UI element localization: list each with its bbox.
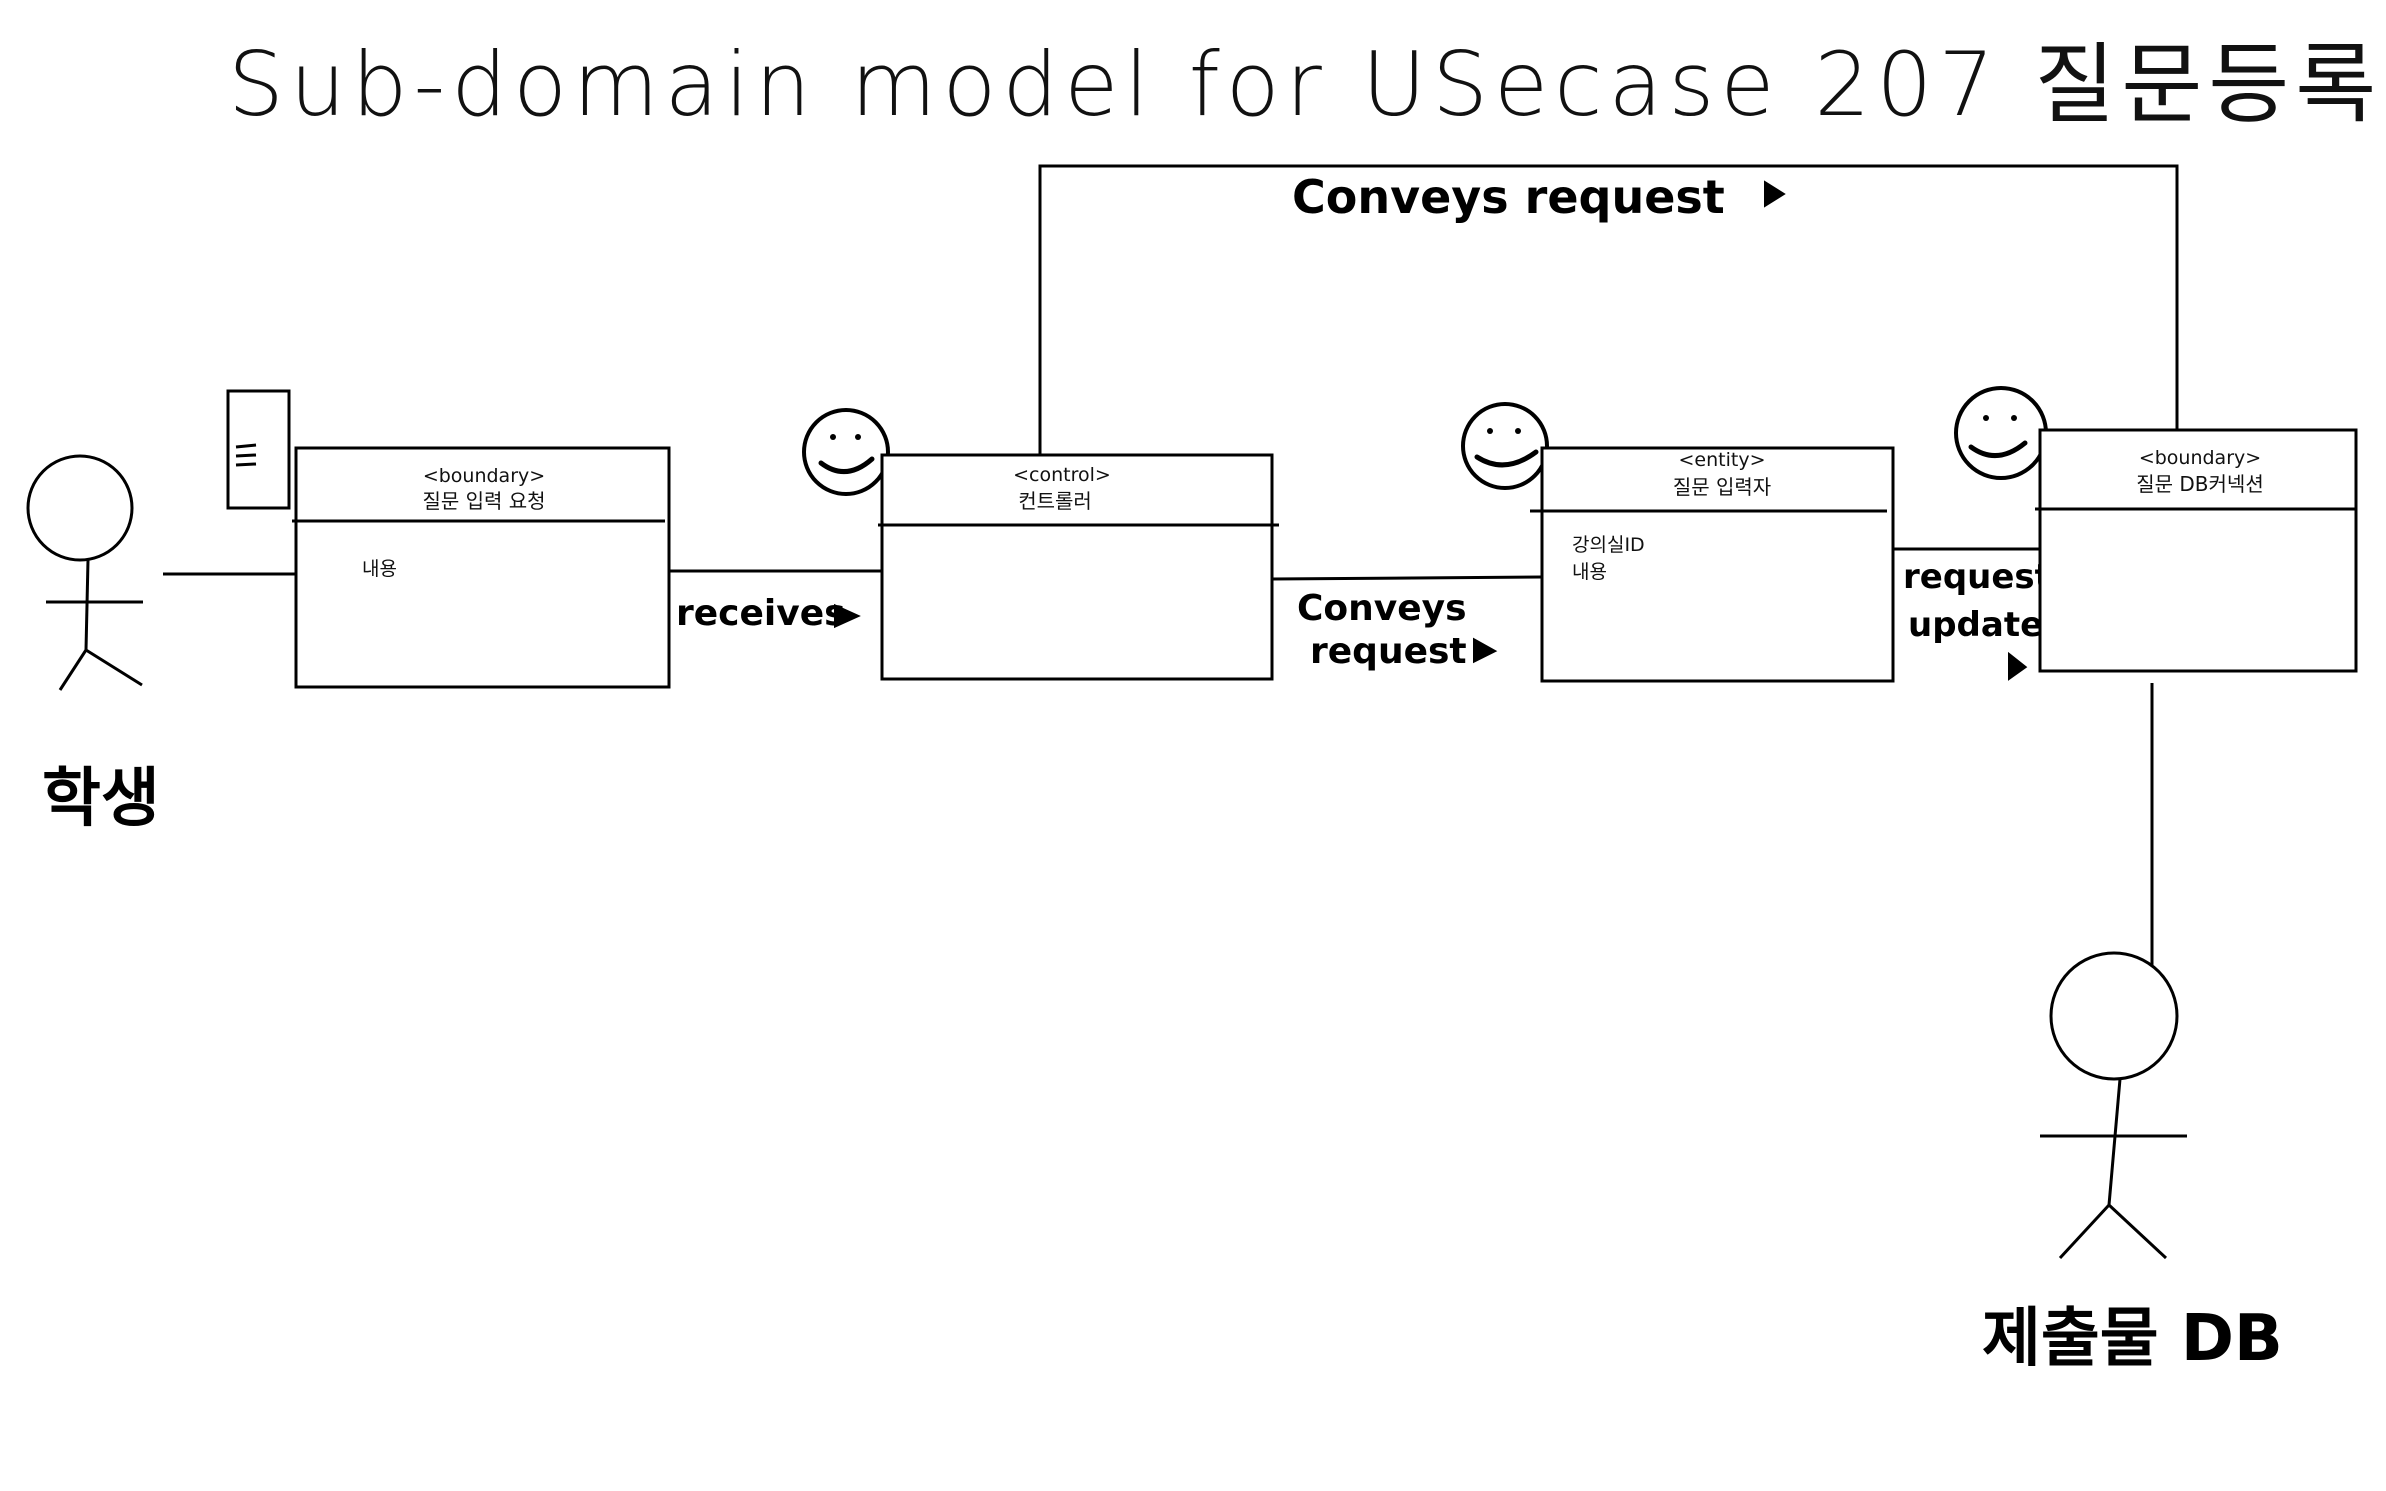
class-name: 질문 DB커넥션: [2136, 472, 2263, 496]
association-label-conveys-request-line2: request: [1310, 631, 1467, 672]
class-control-controller: <control> 컨트롤러: [878, 453, 1279, 681]
class-stereotype: <entity>: [1679, 449, 1766, 471]
actor-label-student: 학생: [42, 762, 160, 836]
actor-student: [26, 454, 143, 691]
actor-database: [2040, 951, 2187, 1260]
class-stereotype: <control>: [1013, 464, 1111, 486]
class-name: 질문 입력 요청: [422, 489, 545, 513]
class-name: 컨트롤러: [1018, 489, 1092, 513]
boundary-icon: [226, 389, 291, 510]
actor-head-icon: [26, 454, 134, 562]
entity-smiley-icon: [1461, 402, 1549, 490]
class-stereotype: <boundary>: [423, 465, 545, 487]
class-boundary-question-db-connection: <boundary> 질문 DB커넥션: [2035, 428, 2358, 673]
direction-arrow-icon: [1764, 180, 1786, 208]
class-name: 질문 입력자: [1673, 475, 1771, 499]
diagram-title: Sub-domain model for USecase 207 질문등록: [228, 33, 2382, 136]
class-attribute: 내용: [1572, 561, 1607, 583]
association-label-request-update-line1: request: [1903, 557, 2051, 597]
control-smiley-icon: [802, 408, 890, 496]
class-attribute: 강의실ID: [1572, 534, 1645, 556]
direction-arrow-icon: [2008, 651, 2028, 681]
class-boundary-question-input-request: <boundary> 질문 입력 요청 내용: [292, 446, 671, 689]
association-label-receives: receives: [676, 593, 846, 634]
direction-arrow-icon: [834, 603, 861, 629]
association-label-request-update-line2: update: [1908, 605, 2043, 645]
actor-label-database: 제출물 DB: [1982, 1302, 2283, 1376]
direction-arrow-icon: [1473, 637, 1498, 664]
class-entity-question-inputter: <entity> 질문 입력자 강의실ID 내용: [1530, 446, 1895, 683]
class-attribute: 내용: [362, 558, 397, 580]
class-stereotype: <boundary>: [2139, 447, 2261, 469]
association-line-top: [1038, 164, 2179, 455]
association-label-conveys-request-line1: Conveys: [1297, 588, 1467, 629]
boundary-smiley-icon: [1954, 386, 2048, 480]
association-line-conveys-request: [1271, 575, 1543, 581]
actor-head-icon: [2049, 951, 2179, 1081]
association-label-conveys-request-top: Conveys request: [1292, 170, 1725, 224]
